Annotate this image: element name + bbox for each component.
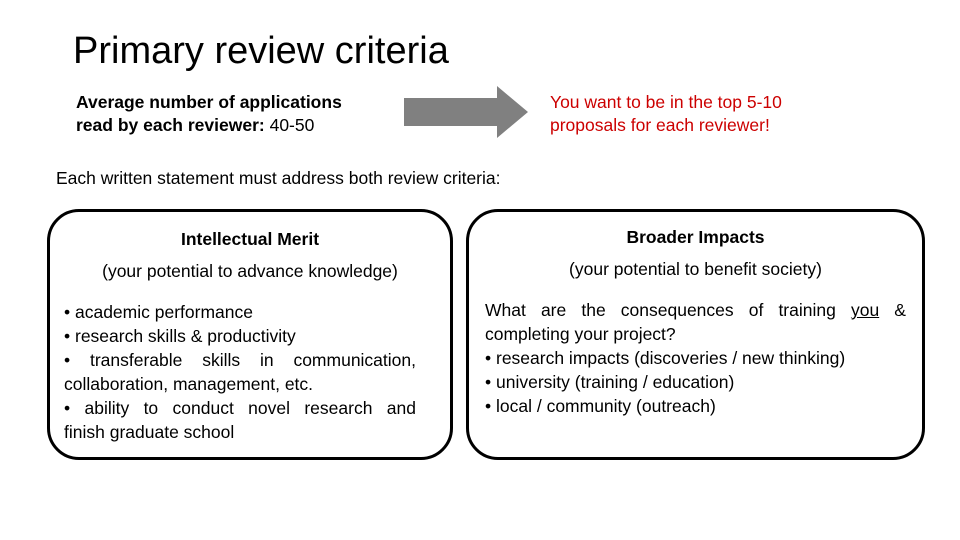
broader-impacts-question: What are the consequences of training yo… [485,298,906,322]
list-item: • research impacts (discoveries / new th… [485,348,846,368]
question-text: What are the consequences of training [485,300,836,320]
broader-impacts-question-line2: completing your project? [485,324,676,344]
list-item: • university (training / education) [485,372,735,392]
goal-note-line1: You want to be in the top 5-10 [550,92,782,112]
reviewer-load-label-line1: Average number of applications [76,92,342,112]
list-item-continued: collaboration, management, etc. [64,374,314,394]
list-item: • local / community (outreach) [485,396,716,416]
list-item: • academic performance [64,302,253,322]
slide-title: Primary review criteria [73,30,449,72]
broader-impacts-title: Broader Impacts [626,227,765,247]
intellectual-merit-box: Intellectual Merit (your potential to ad… [47,209,453,460]
question-ampersand: & [894,300,906,320]
intellectual-merit-title: Intellectual Merit [180,229,320,249]
goal-note-line2: proposals for each reviewer! [550,115,770,135]
list-item: • research skills & productivity [64,326,296,346]
reviewer-load-label-line2: read by each reviewer: [76,115,265,135]
right-arrow-icon [404,86,528,138]
reviewer-load-value: 40-50 [269,115,315,135]
goal-note: You want to be in the top 5-10 proposals… [550,91,782,137]
reviewer-load-text: Average number of applications read by e… [76,91,342,137]
broader-impacts-subtitle: (your potential to benefit society) [569,259,822,279]
broader-impacts-list: What are the consequences of training yo… [485,298,906,418]
broader-impacts-box: Broader Impacts (your potential to benef… [466,209,925,460]
list-item: • ability to conduct novel research and [64,398,416,418]
emphasis-you: you [850,300,880,320]
list-item: • transferable skills in communication, [64,350,416,370]
intellectual-merit-subtitle: (your potential to advance knowledge) [102,261,398,281]
intellectual-merit-list: • academic performance • research skills… [64,300,416,444]
list-item-continued: finish graduate school [64,422,235,442]
criteria-intro: Each written statement must address both… [56,168,501,188]
